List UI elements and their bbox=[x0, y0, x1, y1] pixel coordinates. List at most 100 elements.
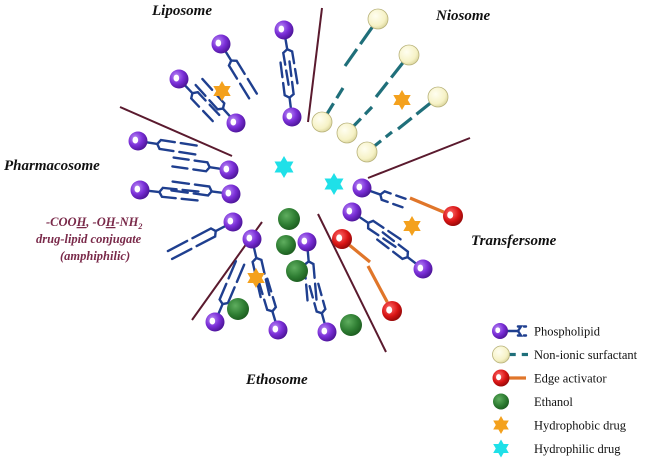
tail-segment bbox=[415, 101, 432, 116]
phospholipid bbox=[211, 34, 259, 100]
niosome-title: Niosome bbox=[435, 8, 491, 24]
head-highlight bbox=[246, 234, 253, 242]
hydrophilic-drug bbox=[324, 173, 344, 195]
tail-chain-end bbox=[178, 150, 197, 156]
tail-stem bbox=[271, 310, 277, 323]
ethanol-icon bbox=[493, 393, 509, 410]
tail-chain-end bbox=[313, 282, 318, 301]
tail-chain-end bbox=[392, 202, 404, 209]
hydrophilic-drug bbox=[274, 156, 294, 178]
edge-activator bbox=[332, 229, 372, 264]
head-highlight bbox=[272, 325, 279, 333]
tail-chain bbox=[191, 90, 207, 102]
legend-label: Ethanol bbox=[534, 395, 573, 409]
tail-chain-end bbox=[288, 60, 293, 78]
tail-chain bbox=[379, 189, 392, 196]
tail-chain-end bbox=[208, 103, 221, 117]
phospholipid bbox=[128, 131, 198, 156]
phospholipid bbox=[166, 212, 243, 261]
head-highlight bbox=[173, 74, 180, 82]
tail-chain bbox=[156, 138, 177, 146]
tail-chain-end bbox=[317, 282, 323, 297]
head-highlight bbox=[230, 118, 237, 126]
tail-chain bbox=[320, 299, 327, 315]
tail-chain-end bbox=[171, 165, 189, 170]
tail-chain-end bbox=[279, 61, 284, 79]
tail-chain-end bbox=[235, 263, 246, 284]
head bbox=[311, 111, 333, 133]
tail-stem bbox=[358, 216, 370, 225]
ethanol bbox=[278, 208, 300, 230]
note-cooh-h: H bbox=[76, 215, 88, 229]
phospholipid bbox=[171, 156, 239, 180]
legend-entry: Ethanol bbox=[493, 393, 573, 410]
tail-segment bbox=[397, 116, 413, 131]
tail-chain-end bbox=[166, 239, 189, 253]
hydrophilic-drug-icon bbox=[493, 439, 509, 458]
ethanol-dot bbox=[493, 393, 509, 410]
phospholipid bbox=[279, 60, 302, 127]
tail-chain bbox=[192, 190, 213, 197]
legend-label: Phospholipid bbox=[534, 325, 601, 339]
divider-niosome-transfersome bbox=[367, 137, 471, 179]
tail-chain bbox=[255, 256, 266, 275]
tail-chain-end bbox=[293, 67, 299, 85]
tail bbox=[409, 196, 445, 214]
tail-chain bbox=[227, 59, 239, 80]
edge-activator bbox=[492, 369, 526, 387]
phospholipid bbox=[169, 69, 221, 123]
ethanol bbox=[276, 235, 296, 255]
tail-chain-end bbox=[246, 77, 259, 95]
tail-stem bbox=[306, 250, 310, 263]
tail-chain bbox=[516, 325, 524, 333]
star bbox=[493, 439, 509, 458]
tail-stem bbox=[184, 84, 194, 95]
tail-chain bbox=[379, 193, 389, 204]
ethanol bbox=[340, 314, 362, 336]
tail-chain bbox=[516, 329, 524, 337]
phospholipid bbox=[308, 282, 337, 342]
head bbox=[398, 44, 420, 66]
legend-label: Non-ionic surfactant bbox=[534, 348, 638, 362]
pharmacosome-title: Pharmacosome bbox=[4, 158, 100, 174]
divider-liposome-niosome bbox=[307, 7, 323, 123]
tail-stem bbox=[210, 190, 223, 194]
head-highlight bbox=[495, 327, 501, 334]
tail-chain-end bbox=[285, 69, 290, 86]
tail-chain bbox=[281, 48, 289, 66]
non-ionic-surfactant bbox=[336, 105, 374, 144]
phospholipid bbox=[170, 180, 241, 204]
tail-segment bbox=[384, 130, 393, 139]
tail-chain-end bbox=[238, 82, 251, 100]
tail-segment bbox=[325, 102, 335, 115]
tail-segment bbox=[373, 139, 383, 148]
tail-segment bbox=[335, 87, 345, 100]
hydrophobic-drug bbox=[403, 216, 421, 236]
tail-chain bbox=[208, 99, 225, 111]
head-highlight bbox=[356, 183, 363, 191]
tail-stem bbox=[284, 38, 289, 51]
tail-stem bbox=[217, 302, 224, 315]
tail-chain bbox=[158, 190, 177, 200]
head-highlight bbox=[132, 136, 139, 144]
head-highlight bbox=[227, 217, 234, 225]
edge-activator bbox=[409, 196, 463, 226]
phospholipid bbox=[242, 229, 271, 299]
tail-stem bbox=[320, 312, 326, 325]
tail-chain bbox=[156, 142, 175, 153]
tail-chain bbox=[193, 183, 213, 193]
legend-entry: Phospholipid bbox=[492, 323, 601, 339]
tail-chain bbox=[192, 166, 211, 173]
divider-transfersome-ethosome bbox=[317, 213, 387, 353]
tail bbox=[348, 244, 372, 264]
tail-chain bbox=[392, 250, 409, 261]
tail-chain bbox=[189, 91, 201, 108]
head-highlight bbox=[278, 25, 285, 33]
tail-chain bbox=[288, 80, 295, 99]
ethosome-title: Ethosome bbox=[245, 372, 308, 388]
non-ionic-surfactant bbox=[343, 8, 389, 67]
tail-chain-end bbox=[395, 194, 407, 200]
legend-label: Hydrophilic drug bbox=[534, 442, 621, 456]
phospholipid bbox=[352, 178, 407, 209]
head bbox=[427, 86, 449, 108]
